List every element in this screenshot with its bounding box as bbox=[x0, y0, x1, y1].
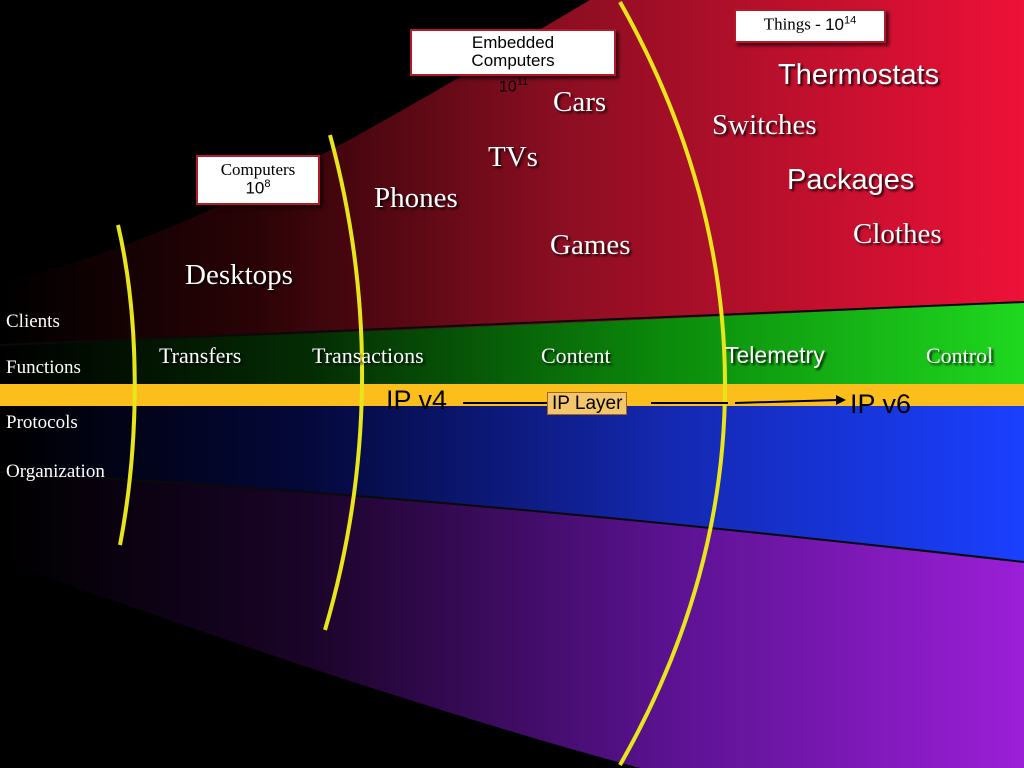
computers-box-count: 108 bbox=[245, 177, 271, 198]
client-thermostats: Thermostats bbox=[778, 59, 940, 91]
things-box: Things - 1014 bbox=[734, 9, 886, 43]
function-control: Control bbox=[926, 343, 994, 368]
clients-label: Clients bbox=[6, 311, 60, 332]
functions-label: Functions bbox=[6, 357, 81, 378]
client-games: Games bbox=[550, 229, 631, 261]
things-box-label: Things - bbox=[763, 14, 821, 34]
divider-arc-3 bbox=[618, 1, 727, 766]
ipv6-label: IP v6 bbox=[850, 389, 912, 419]
protocols-band bbox=[0, 384, 1024, 406]
functions-band bbox=[0, 302, 1024, 384]
ipv6-arrowhead bbox=[836, 395, 846, 405]
function-transfers: Transfers bbox=[159, 343, 242, 368]
client-switches: Switches bbox=[712, 109, 817, 141]
embedded-box-line1: Embedded bbox=[471, 33, 555, 52]
function-content: Content bbox=[541, 343, 611, 368]
embedded-box-line2: Computers bbox=[471, 50, 555, 70]
divider-arc-1 bbox=[116, 224, 137, 546]
clients-band bbox=[0, 0, 1024, 345]
client-packages: Packages bbox=[787, 164, 915, 196]
embedded-computers-box: Embedded Computers bbox=[410, 29, 616, 76]
client-clothes: Clothes bbox=[853, 218, 942, 250]
client-tvs: TVs bbox=[488, 141, 538, 173]
protocols-label: Protocols bbox=[6, 412, 78, 433]
ip-layer-label: IP Layer bbox=[547, 392, 628, 415]
organization-label: Organization bbox=[6, 461, 105, 482]
function-telemetry: Telemetry bbox=[725, 342, 825, 368]
computers-box-label: Computers bbox=[220, 160, 296, 179]
ipv6-arrow bbox=[734, 399, 839, 404]
things-box-count: 1014 bbox=[825, 14, 857, 34]
client-cars: Cars bbox=[553, 86, 607, 118]
client-desktops: Desktops bbox=[185, 259, 293, 291]
client-phones: Phones bbox=[374, 182, 458, 214]
divider-arc-2 bbox=[323, 134, 365, 631]
function-transactions: Transactions bbox=[312, 343, 424, 368]
computers-box: Computers 108 bbox=[196, 155, 320, 205]
organization-band bbox=[0, 406, 1024, 562]
ipv4-label: IP v4 bbox=[386, 385, 448, 415]
bottom-band bbox=[0, 472, 1024, 768]
embedded-box-count: 1011 bbox=[499, 76, 529, 96]
